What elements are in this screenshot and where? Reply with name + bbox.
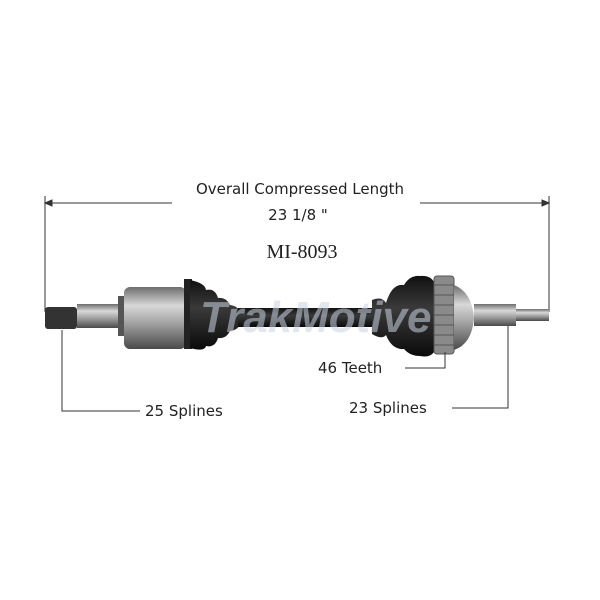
axle-shaft: [238, 308, 373, 327]
dimension-line: [43, 196, 551, 312]
callout-lines: [61, 326, 509, 412]
right-spline-shaft: [474, 304, 516, 326]
abs-teeth-label: 46 Teeth: [318, 359, 382, 377]
dimension-value: 23 1/8 ": [268, 206, 328, 224]
cv-axle: [45, 275, 549, 357]
outer-boot: [372, 275, 434, 357]
dimension-label: Overall Compressed Length: [196, 180, 404, 198]
inner-cv-housing: [124, 287, 186, 349]
right-stub: [516, 309, 549, 321]
watermark: TrakMotive: [200, 293, 432, 342]
outer-cv-housing: [454, 285, 474, 350]
part-number: MI-8093: [266, 241, 337, 263]
left-splines-label: 25 Splines: [145, 402, 223, 420]
inner-boot: [190, 280, 240, 350]
left-spline-stub: [45, 307, 77, 329]
right-splines-label: 23 Splines: [349, 399, 427, 417]
